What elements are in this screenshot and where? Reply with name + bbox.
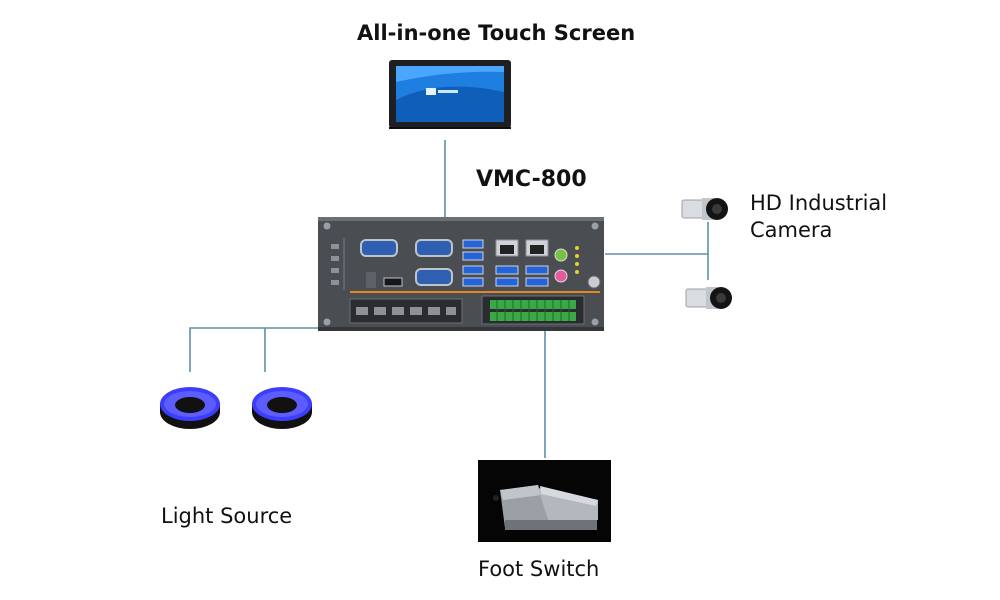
foot-switch-label: Foot Switch: [478, 557, 600, 581]
audio-jack-icon: [554, 248, 568, 262]
vmc-800-chassis: [318, 217, 604, 331]
touch-screen-label: All-in-one Touch Screen: [357, 21, 636, 45]
camera-label: HD Industrial Camera: [750, 190, 887, 244]
touch-screen-device: [389, 60, 511, 129]
light-source-label: Light Source: [161, 504, 293, 528]
screw-icon: [323, 222, 331, 230]
light-connector: [189, 327, 385, 372]
camera-label-line2: Camera: [750, 218, 833, 242]
light-control-terminal: [349, 298, 463, 324]
camera-top: [681, 198, 728, 220]
screw-icon: [591, 222, 599, 230]
camera-label-line1: HD Industrial: [750, 191, 888, 215]
usb-ports: [462, 239, 484, 287]
screw-icon: [591, 318, 599, 326]
foot-switch-image: [478, 460, 611, 542]
camera-bottom: [685, 287, 732, 309]
hdmi-port: [383, 277, 403, 287]
ring-light-right: [252, 387, 312, 429]
ring-light-left: [160, 387, 220, 429]
power-button-icon: [587, 275, 601, 289]
model-name-label: VMC-800: [476, 167, 587, 192]
audio-jack-icon: [554, 269, 568, 283]
serial-ports: [360, 239, 453, 286]
ethernet-ports: [495, 239, 549, 257]
screw-icon: [323, 318, 331, 326]
